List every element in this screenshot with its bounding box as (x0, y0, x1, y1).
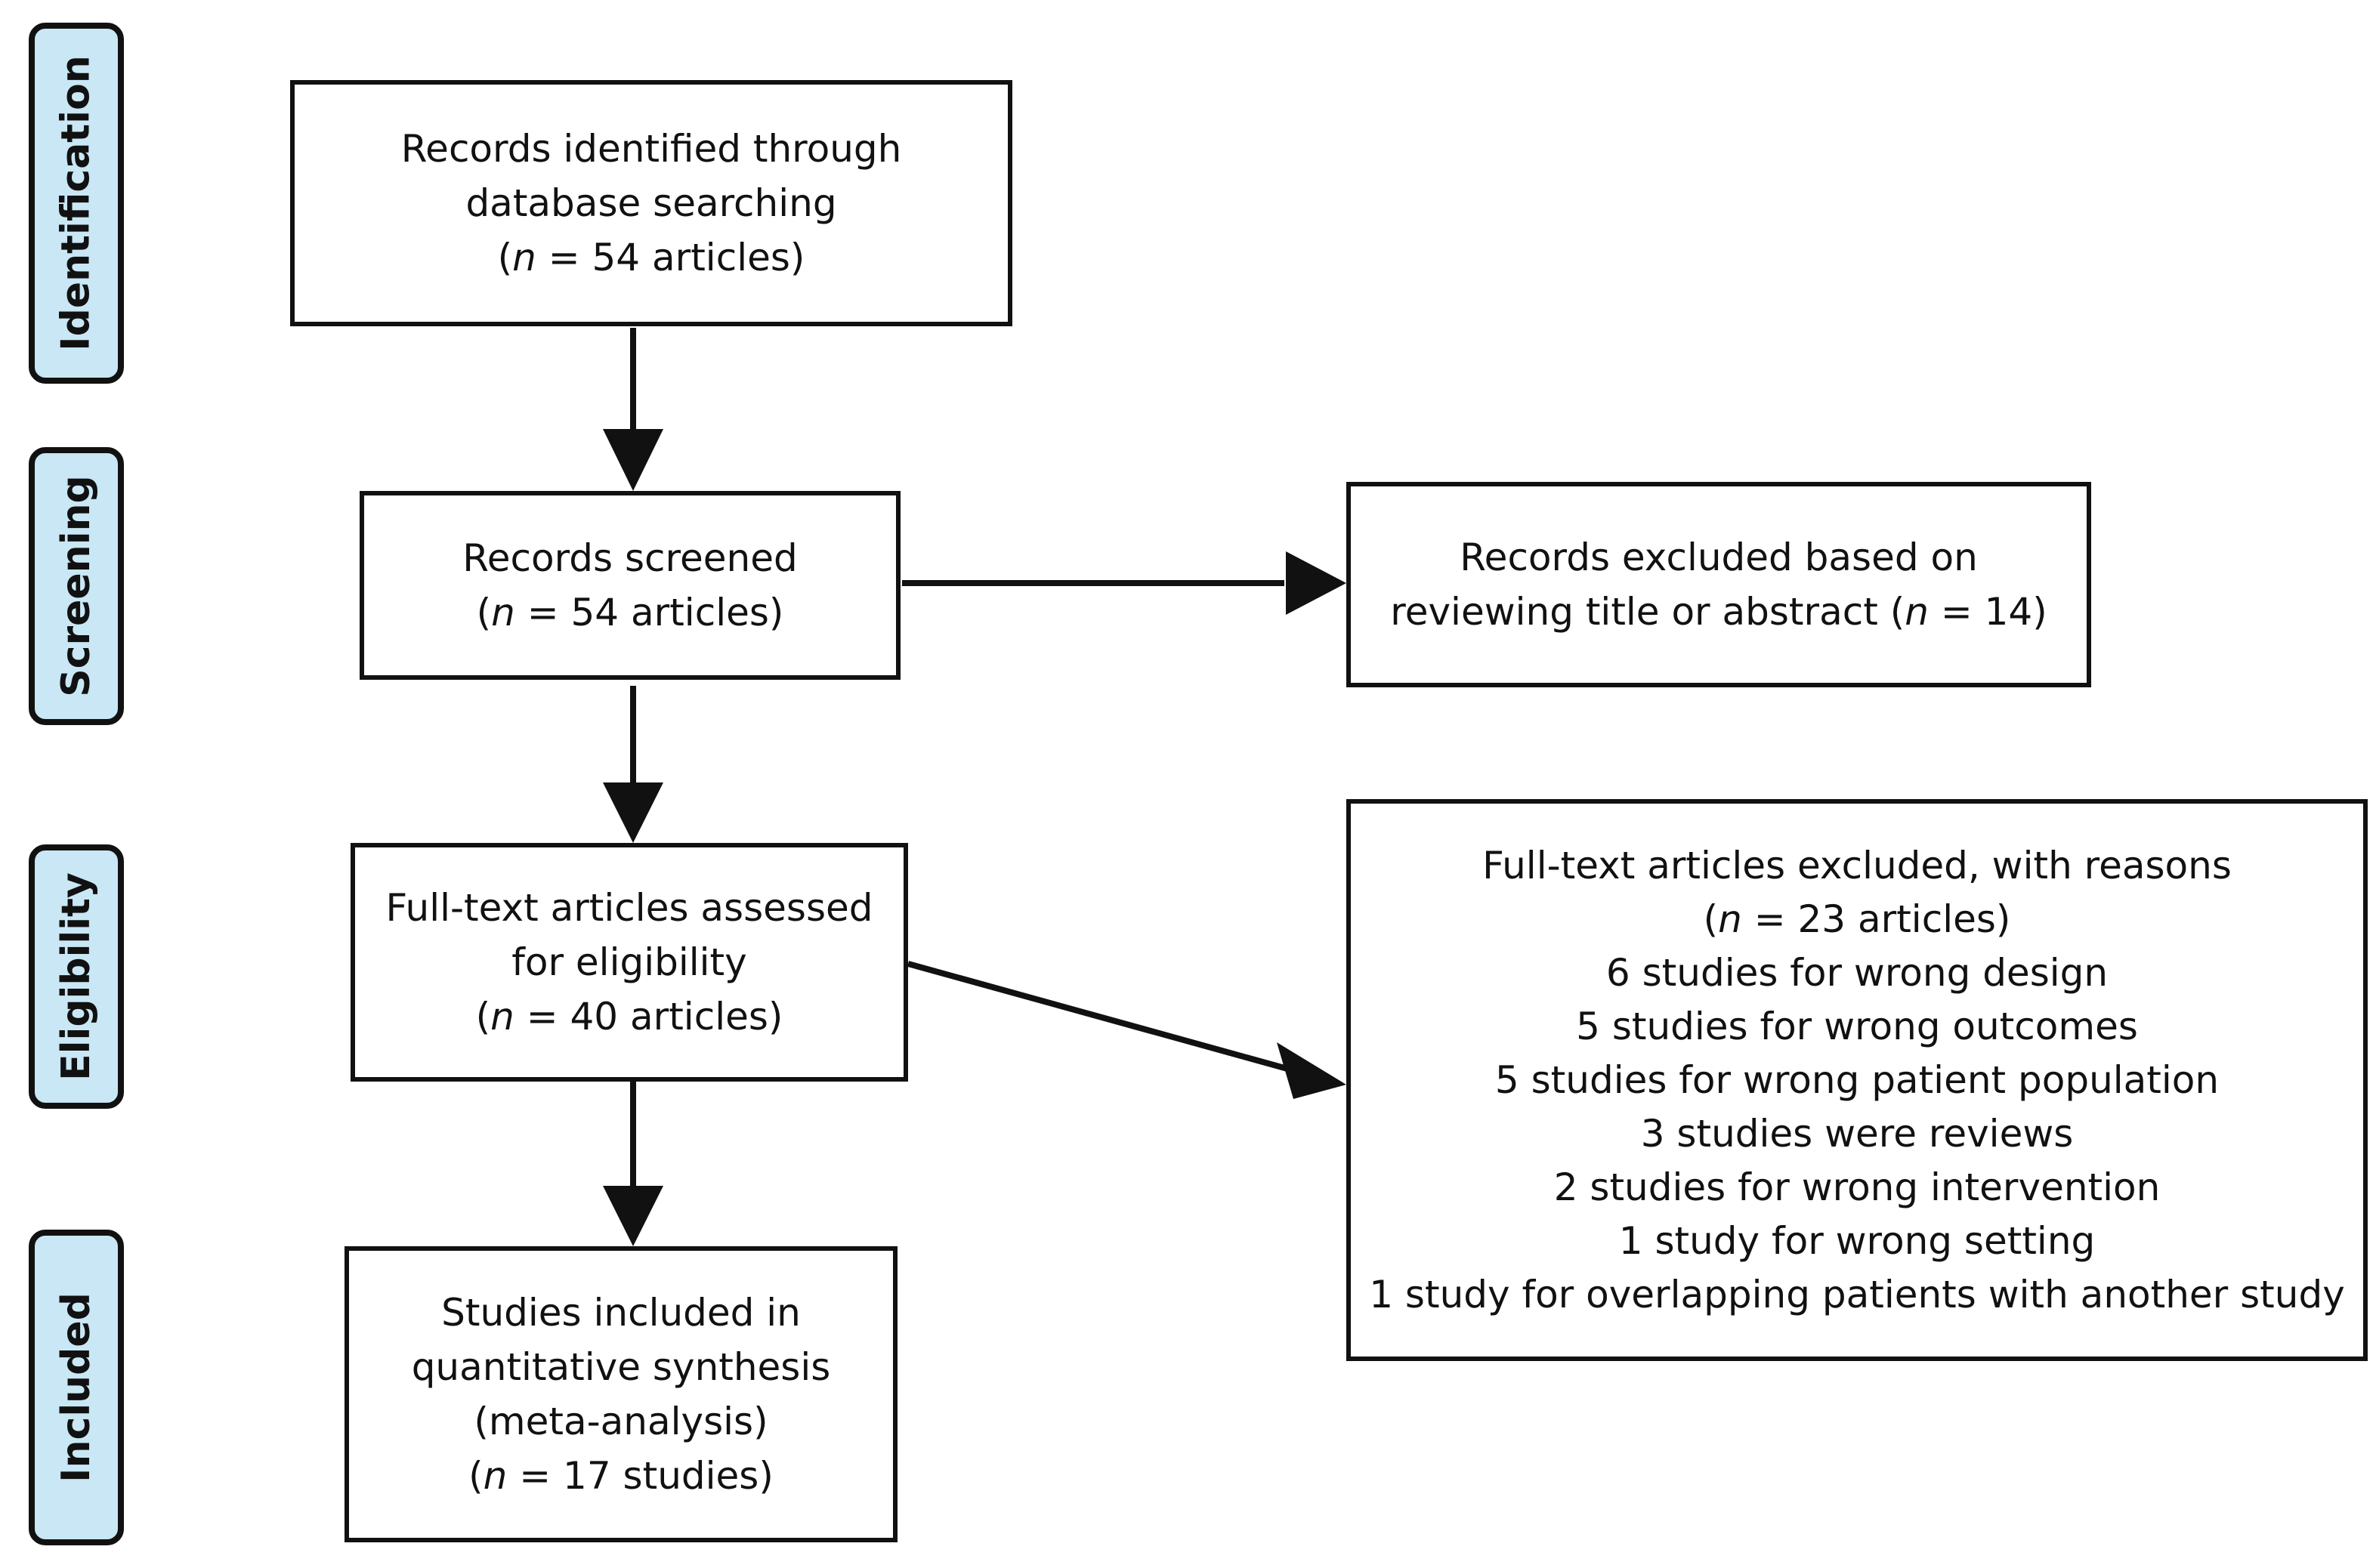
identified-line2: database searching (465, 181, 837, 225)
exclusion-reason: 5 studies for wrong patient population (1494, 1057, 2220, 1102)
box-records-identified: Records identified through database sear… (290, 80, 1012, 326)
fulltext-count: (n = 40 articles) (475, 995, 783, 1039)
excluded-title-line1: Records excluded based on (1460, 536, 1978, 579)
excluded-fulltext-count: (n = 23 articles) (1703, 897, 2011, 941)
screened-count: (n = 54 articles) (476, 591, 784, 634)
box-fulltext-assessed: Full-text articles assessed for eligibil… (351, 843, 908, 1082)
exclusion-reason: 1 study for wrong setting (1618, 1218, 2096, 1263)
included-line3: (meta-analysis) (474, 1400, 768, 1443)
included-count: (n = 17 studies) (468, 1454, 774, 1498)
excluded-title-line2: reviewing title or abstract (n = 14) (1390, 590, 2047, 634)
arrowhead-down-3 (603, 1186, 663, 1246)
included-line2: quantitative synthesis (411, 1345, 831, 1389)
exclusion-reason: 2 studies for wrong intervention (1553, 1165, 2161, 1209)
box-studies-included: Studies included in quantitative synthes… (345, 1246, 898, 1542)
exclusion-reason: 1 study for overlapping patients with an… (1369, 1272, 2345, 1316)
phase-label-identification: Identification (29, 23, 124, 384)
arrowhead-diagonal (1277, 1042, 1346, 1099)
exclusion-reason: 5 studies for wrong outcomes (1576, 1004, 2138, 1048)
screened-line1: Records screened (462, 536, 798, 580)
box-records-screened: Records screened (n = 54 articles) (360, 491, 901, 680)
exclusion-reason: 6 studies for wrong design (1605, 950, 2109, 995)
excluded-fulltext-line1: Full-text articles excluded, with reason… (1482, 843, 2232, 887)
phase-label-eligibility: Eligibility (29, 844, 124, 1109)
identified-line1: Records identified through (400, 127, 902, 171)
fulltext-line2: for eligibility (511, 940, 747, 984)
arrowhead-down-2 (603, 782, 663, 843)
fulltext-line1: Full-text articles assessed (385, 886, 873, 930)
phase-label-screening: Screening (29, 447, 124, 725)
box-records-excluded-title: Records excluded based on reviewing titl… (1346, 482, 2091, 687)
exclusion-reason: 3 studies were reviews (1640, 1111, 2074, 1156)
arrow-fulltext-to-excluded (907, 961, 1289, 1072)
identified-count: (n = 54 articles) (497, 236, 805, 279)
arrowhead-right-1 (1286, 551, 1346, 615)
arrowhead-down-1 (603, 429, 663, 491)
phase-label-included: Included (29, 1230, 124, 1545)
box-fulltext-excluded: Full-text articles excluded, with reason… (1346, 799, 2368, 1361)
included-line1: Studies included in (441, 1291, 801, 1335)
